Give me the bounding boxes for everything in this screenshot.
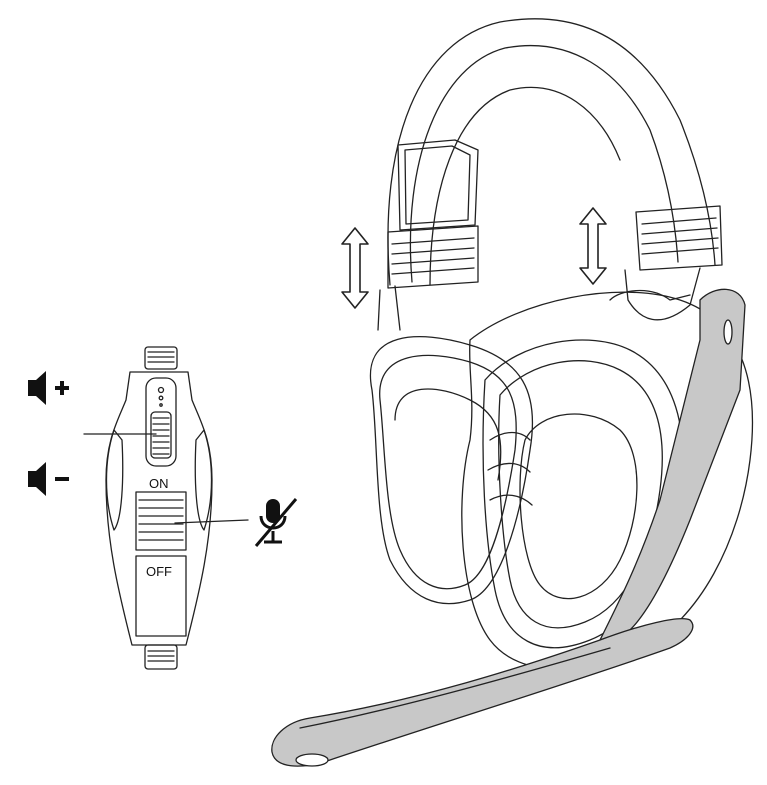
inline-controller — [83, 346, 249, 670]
headset — [369, 18, 754, 671]
switch-off-label: OFF — [146, 564, 172, 579]
vol-indicator-dot-3 — [159, 403, 163, 407]
left-slider — [397, 139, 479, 231]
vol-indicator-dot-2 — [158, 395, 164, 401]
microphone-tip — [295, 753, 329, 767]
adjust-arrow-right — [579, 207, 607, 285]
back-earcup — [369, 336, 534, 605]
speaker-plus-icon — [28, 371, 69, 405]
volume-wheel[interactable] — [150, 411, 172, 459]
right-adjuster — [635, 205, 723, 271]
vol-indicator-dot-1 — [157, 386, 165, 394]
cable-strain-relief-bottom — [144, 644, 178, 670]
boom-pivot-slot — [723, 319, 733, 345]
headband — [387, 18, 716, 286]
cable-strain-relief-top — [144, 346, 178, 370]
microphone-boom — [271, 288, 746, 767]
ear-cushion — [482, 339, 684, 649]
microphone-muted-icon — [254, 498, 298, 547]
mute-leader-line — [174, 519, 249, 524]
left-adjuster — [387, 225, 479, 289]
speaker-minus-icon — [28, 462, 69, 496]
switch-on-label: ON — [149, 476, 169, 491]
mic-mute-switch[interactable] — [135, 491, 187, 551]
adjust-arrow-left — [341, 227, 369, 309]
